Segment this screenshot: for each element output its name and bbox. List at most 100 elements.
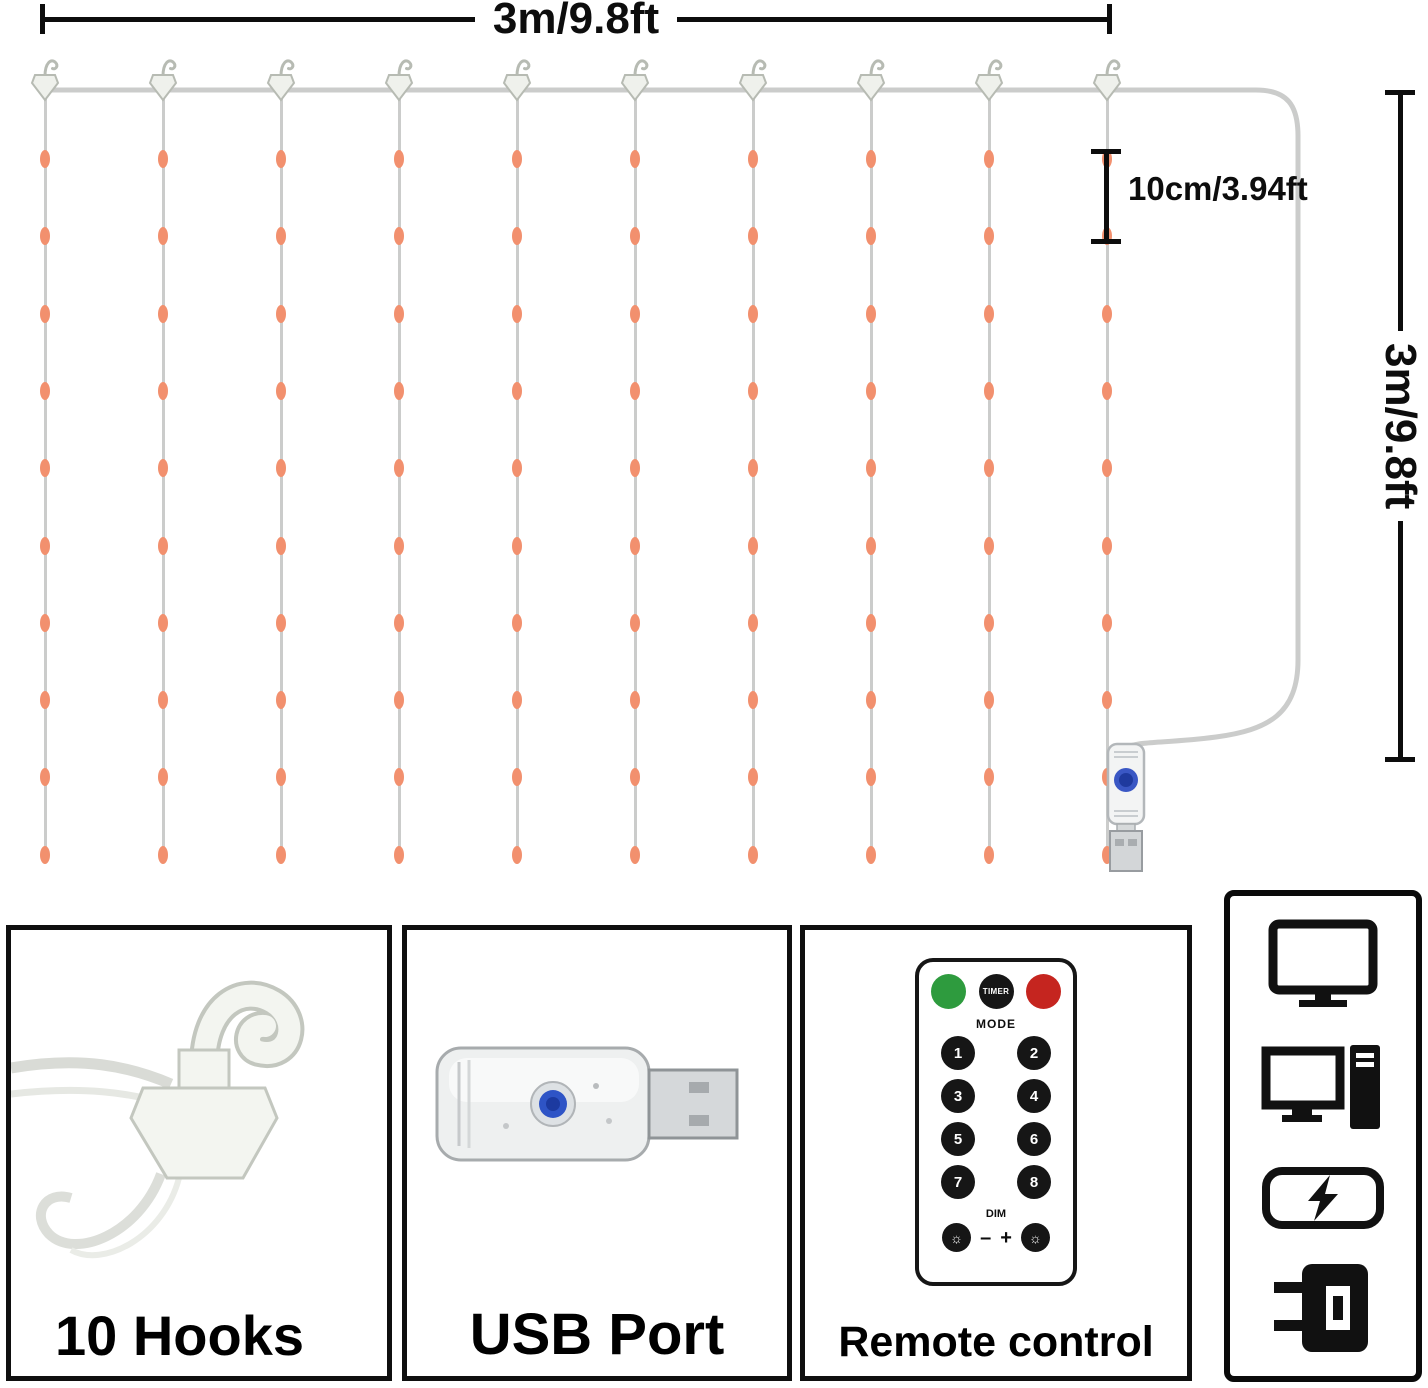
remote-mode-button-5: 5	[941, 1122, 975, 1156]
led-bulb	[630, 536, 640, 555]
led-bulb	[40, 459, 50, 478]
led-bulb	[866, 304, 876, 323]
led-bulb	[984, 768, 994, 787]
led-bulb	[40, 691, 50, 710]
led-bulb	[512, 227, 522, 246]
led-bulb	[984, 691, 994, 710]
led-bulb	[276, 304, 286, 323]
led-bulb	[866, 768, 876, 787]
led-bulb	[748, 768, 758, 787]
led-bulb	[158, 768, 168, 787]
remote-mode-button-4: 4	[1017, 1079, 1051, 1113]
led-bulb	[748, 381, 758, 400]
led-bulb	[512, 459, 522, 478]
led-bulb	[630, 227, 640, 246]
led-bulb	[276, 613, 286, 632]
hanging-hook	[856, 54, 886, 102]
usb-controller	[1106, 742, 1146, 872]
dimension-line	[1103, 154, 1109, 239]
dimension-cap-bottom	[1385, 757, 1415, 763]
led-spacing-label: 10cm/3.94ft	[1128, 170, 1308, 207]
hanging-hook	[738, 54, 768, 102]
remote-mode-button-7: 7	[941, 1165, 975, 1199]
led-bulb	[1102, 613, 1112, 632]
usb-panel: USB Port	[402, 925, 792, 1381]
led-bulb	[158, 691, 168, 710]
tv-icon	[1268, 919, 1378, 1007]
led-bulb	[866, 536, 876, 555]
led-bulb	[394, 845, 404, 864]
led-bulb	[512, 845, 522, 864]
led-bulb	[866, 691, 876, 710]
remote-mode-button-3: 3	[941, 1079, 975, 1113]
led-bulb	[748, 304, 758, 323]
led-bulb	[40, 845, 50, 864]
led-bulb	[276, 845, 286, 864]
led-bulb	[984, 845, 994, 864]
led-bulb	[630, 845, 640, 864]
led-bulb	[394, 381, 404, 400]
led-bulb	[984, 227, 994, 246]
width-dimension-label: 3m/9.8ft	[492, 0, 660, 43]
led-bulb	[630, 459, 640, 478]
led-bulb	[748, 691, 758, 710]
remote-mode-button-2: 2	[1017, 1036, 1051, 1070]
dimension-tick-left	[40, 4, 45, 34]
led-bulb	[394, 613, 404, 632]
usb-metal-tip	[1109, 830, 1143, 872]
led-bulb	[984, 150, 994, 168]
width-dimension: 3m/9.8ft	[40, 0, 1113, 43]
led-bulb	[276, 381, 286, 400]
led-bulb	[866, 613, 876, 632]
led-bulb	[1102, 304, 1112, 323]
led-bulb	[512, 613, 522, 632]
remote-mode-button-8: 8	[1017, 1165, 1051, 1199]
led-bulb	[866, 381, 876, 400]
led-bulb	[866, 227, 876, 246]
dimension-line	[1397, 95, 1403, 331]
led-bulb	[630, 691, 640, 710]
led-bulb	[1102, 381, 1112, 400]
power-on-button	[931, 974, 966, 1009]
led-bulb	[276, 150, 286, 168]
led-bulb	[630, 150, 640, 168]
led-bulb	[866, 845, 876, 864]
hanging-hook	[266, 54, 296, 102]
usb-metal-tip	[647, 1068, 739, 1140]
dimension-cap-top	[1091, 149, 1121, 154]
remote-mode-button-6: 6	[1017, 1122, 1051, 1156]
led-bulb	[1102, 459, 1112, 478]
led-bulb	[158, 536, 168, 555]
led-bulb	[158, 459, 168, 478]
led-bulb	[276, 459, 286, 478]
hanging-hook	[30, 54, 60, 102]
dimension-tick-right	[1107, 4, 1113, 34]
led-bulb	[512, 691, 522, 710]
led-bulb	[748, 150, 758, 168]
led-bulb	[748, 613, 758, 632]
dimension-line	[1397, 521, 1403, 758]
hanging-hook	[1092, 54, 1122, 102]
led-bulb	[158, 304, 168, 323]
hanging-hook	[148, 54, 178, 102]
led-bulb	[276, 536, 286, 555]
led-bulb	[394, 768, 404, 787]
led-bulb	[158, 845, 168, 864]
led-bulb	[40, 304, 50, 323]
power-off-button	[1026, 974, 1061, 1009]
remote-mode-label: MODE	[976, 1017, 1016, 1031]
led-bulb	[394, 536, 404, 555]
led-bulb	[630, 381, 640, 400]
hook-closeup-illustration	[11, 980, 305, 1259]
hooks-panel: 10 Hooks	[6, 925, 392, 1381]
timer-button: TIMER	[978, 974, 1014, 1009]
dim-plus-sign: +	[1000, 1226, 1012, 1249]
dim-up-button: ☼	[1020, 1223, 1050, 1252]
dimension-line	[677, 16, 1108, 22]
led-bulb	[40, 536, 50, 555]
height-dimension-label: 3m/9.8ft	[1376, 342, 1425, 510]
led-bulb	[394, 227, 404, 246]
led-bulb	[394, 459, 404, 478]
led-bulb	[1102, 536, 1112, 555]
